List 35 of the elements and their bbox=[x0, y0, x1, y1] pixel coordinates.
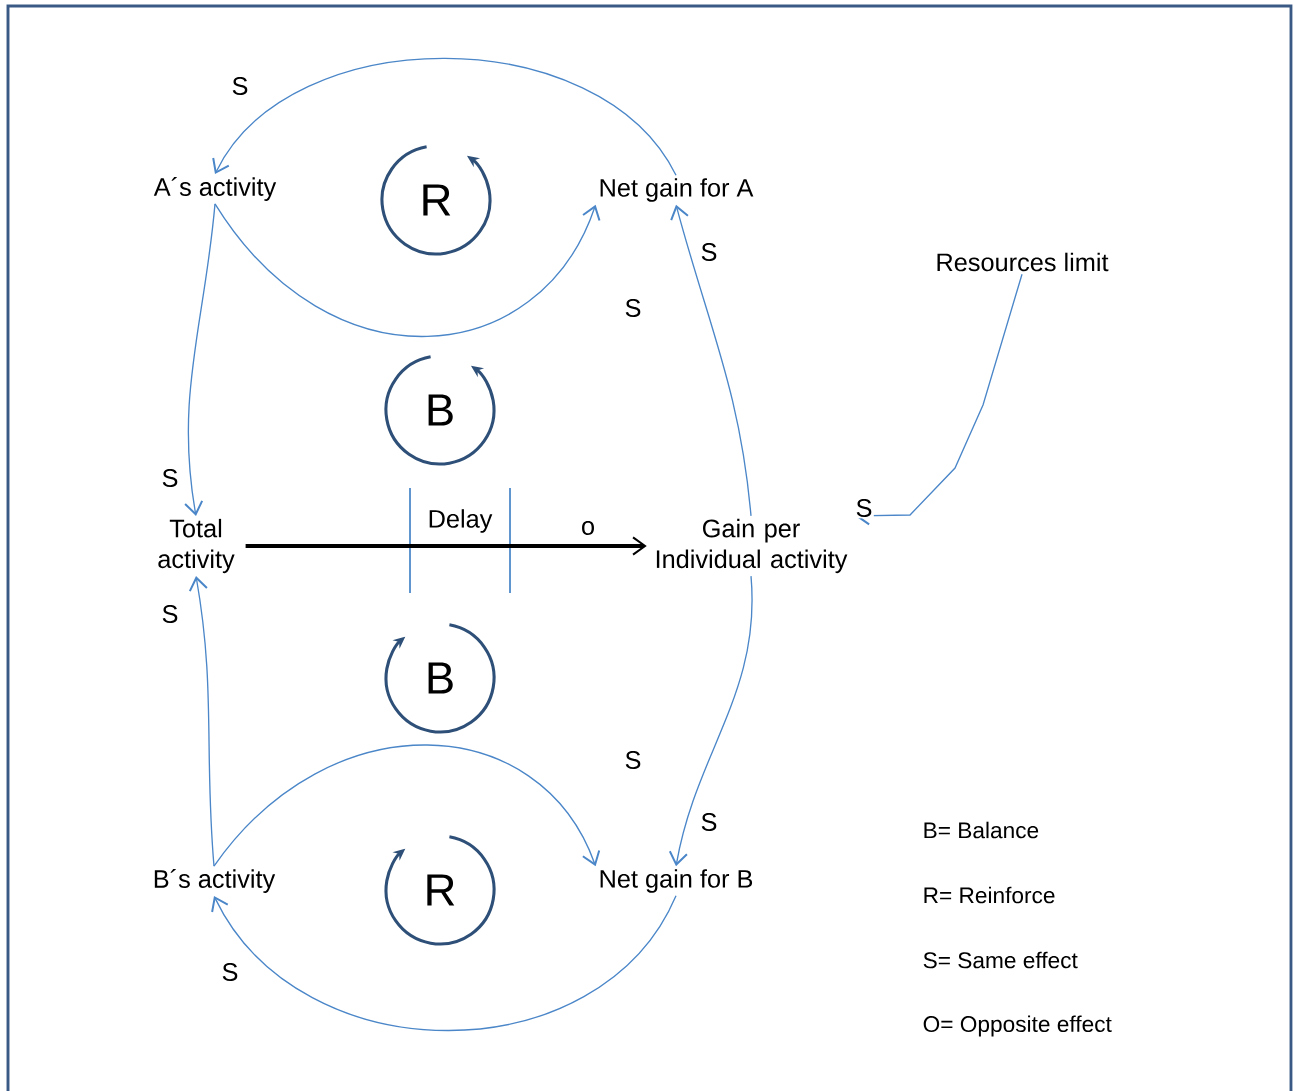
variable-label: B´s activity bbox=[154, 869, 276, 893]
polarity-label: o bbox=[579, 519, 597, 537]
polarity-label: S bbox=[623, 297, 643, 319]
polarity-label: S bbox=[854, 497, 874, 519]
arrow bbox=[245, 536, 647, 556]
variable-label: Total activity bbox=[158, 518, 235, 574]
legend-text: O= Opposite effect bbox=[921, 1014, 1114, 1038]
polarity-label: S bbox=[623, 749, 643, 771]
legend-text: R= Reinforce bbox=[921, 885, 1057, 905]
polarity-label: S bbox=[160, 467, 180, 489]
variable-label: Resources limit bbox=[937, 252, 1109, 272]
delay-label: Delay bbox=[426, 507, 494, 535]
polarity-label: S bbox=[230, 75, 250, 97]
variable-label: Net gain for B bbox=[600, 869, 753, 893]
arrow bbox=[184, 203, 216, 516]
legend-text: S= Same effect bbox=[921, 950, 1080, 970]
polarity-label: S bbox=[220, 961, 240, 983]
arrow bbox=[212, 57, 677, 176]
arrow bbox=[214, 203, 601, 338]
node-label: R bbox=[423, 184, 451, 216]
node-label: B bbox=[428, 662, 453, 694]
polarity-label: S bbox=[160, 603, 180, 625]
polarity-label: S bbox=[699, 811, 719, 833]
node-label: R bbox=[427, 874, 455, 906]
variable-label: Net gain for A bbox=[600, 178, 754, 202]
arrow bbox=[670, 204, 752, 517]
variable-label: A´s activity bbox=[153, 177, 277, 201]
polarity-label: S bbox=[699, 241, 719, 263]
variable-label: Gain per Individual activity bbox=[656, 518, 848, 574]
node-label: B bbox=[428, 394, 453, 426]
arrow bbox=[188, 576, 215, 867]
legend-text: B= Balance bbox=[921, 820, 1041, 840]
arrow bbox=[213, 744, 601, 867]
arrow bbox=[668, 575, 753, 867]
arrow bbox=[211, 895, 677, 1032]
